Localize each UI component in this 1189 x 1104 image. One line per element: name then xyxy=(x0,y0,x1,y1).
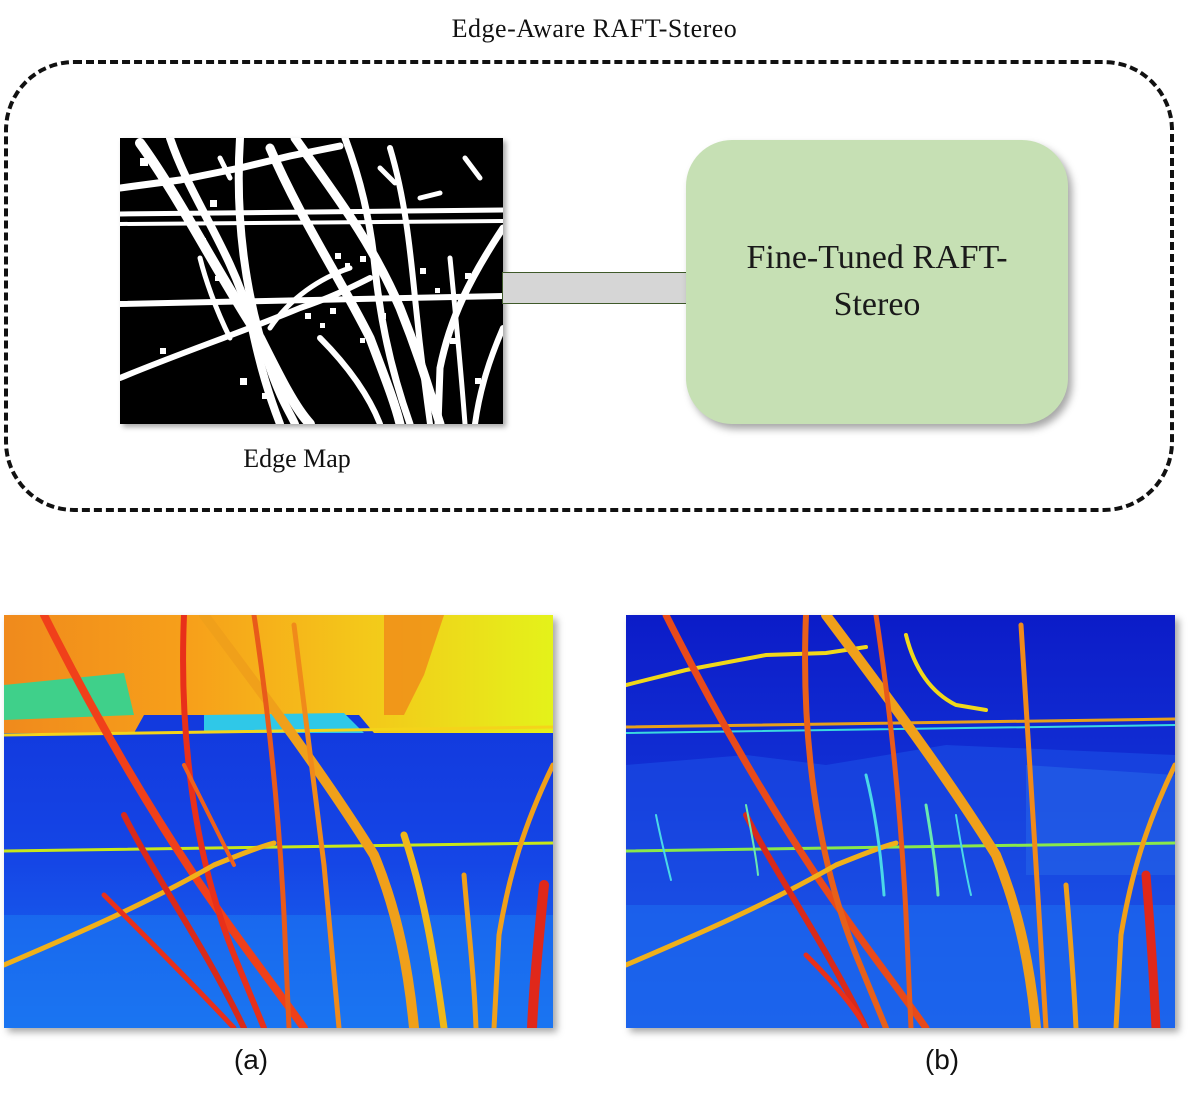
diagram-title: Edge-Aware RAFT-Stereo xyxy=(451,14,738,43)
edge-aware-raft-stereo-group xyxy=(4,60,1174,512)
panel-label-b: (b) xyxy=(924,1044,960,1075)
disparity-map-a-graphic xyxy=(4,615,553,1028)
fine-tuned-raft-stereo-block: Fine-Tuned RAFT-Stereo xyxy=(686,140,1068,424)
model-label: Fine-Tuned RAFT-Stereo xyxy=(746,239,1008,323)
disparity-map-b xyxy=(626,615,1175,1028)
edge-map-to-model-connector xyxy=(502,272,688,304)
disparity-map-b-graphic xyxy=(626,615,1175,1028)
disparity-map-a xyxy=(4,615,553,1028)
edge-map-graphic xyxy=(120,138,503,424)
edge-map-image xyxy=(120,138,503,424)
panel-label-a: (a) xyxy=(233,1044,269,1075)
edge-map-caption: Edge Map xyxy=(243,444,351,473)
